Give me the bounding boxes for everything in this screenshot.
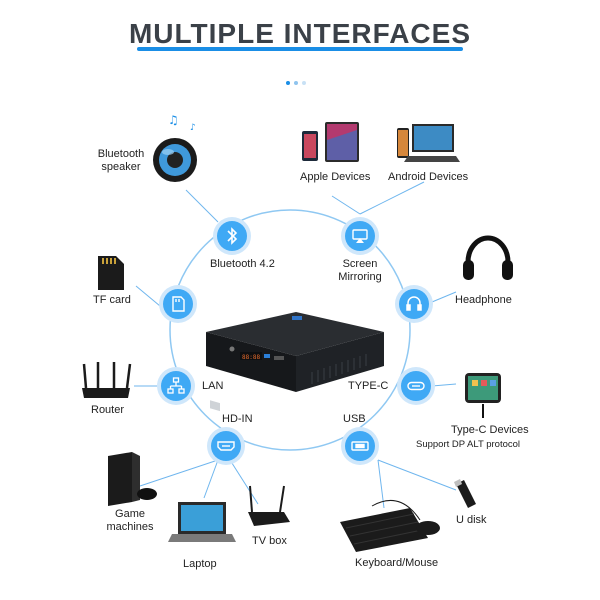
u-disk-image xyxy=(454,479,476,508)
svg-text:♫: ♫ xyxy=(168,113,179,127)
label-keyboard-mouse: Keyboard/Mouse xyxy=(355,557,439,569)
hub-usb xyxy=(341,427,379,465)
laptop-image xyxy=(168,502,236,542)
connector-lines xyxy=(134,181,457,509)
pager-dots xyxy=(286,70,316,85)
router-image xyxy=(82,362,132,398)
hub-hd-in xyxy=(207,427,245,465)
label-lan: LAN xyxy=(202,380,224,392)
headphone-icon xyxy=(406,296,422,311)
hub-headphone xyxy=(395,285,433,323)
label-bluetooth: Bluetooth 4.2 xyxy=(210,258,275,270)
label-u-disk: U disk xyxy=(456,514,487,526)
bluetooth-icon xyxy=(227,227,238,245)
keyboard-mouse-image xyxy=(340,499,440,552)
tf-card-image xyxy=(98,256,124,290)
hub-screen-mirroring xyxy=(341,217,379,255)
headphone-image xyxy=(463,235,513,280)
label-screen-mirroring: Screen Mirroring xyxy=(330,258,390,284)
hub-type-c xyxy=(397,367,435,405)
title-underline xyxy=(137,47,463,51)
apple-devices-image xyxy=(302,122,359,162)
usb-icon xyxy=(351,441,369,451)
label-android-devices: Android Devices xyxy=(388,171,469,183)
label-tv-box: TV box xyxy=(252,535,287,547)
hub-tf-card xyxy=(159,285,197,323)
label-headphone: Headphone xyxy=(455,294,512,306)
label-game-machines: Game machines xyxy=(100,508,160,534)
label-hd-in: HD-IN xyxy=(222,413,253,425)
svg-text:♪: ♪ xyxy=(190,123,196,133)
label-laptop: Laptop xyxy=(183,558,217,570)
projector-device: 88:88 xyxy=(206,312,384,412)
hub-lan xyxy=(157,367,195,405)
network-icon xyxy=(167,377,185,394)
usb-c-icon xyxy=(407,381,425,391)
hub-bluetooth xyxy=(213,217,251,255)
label-bluetooth-speaker-line2: speaker xyxy=(101,161,141,173)
label-bluetooth-speaker-line1: Bluetooth xyxy=(97,148,145,160)
connection-ring xyxy=(169,209,411,451)
svg-text:88:88: 88:88 xyxy=(242,354,260,361)
label-type-c-devices: Type-C Devices xyxy=(451,424,529,436)
tv-box-image xyxy=(248,485,290,526)
label-type-c-note: Support DP ALT protocol xyxy=(416,439,521,450)
label-screen-mirroring-line2: Mirroring xyxy=(338,271,382,283)
label-usb: USB xyxy=(343,413,366,425)
label-tf-card: TF card xyxy=(93,294,131,306)
page-title: MULTIPLE INTERFACES xyxy=(128,18,472,49)
label-screen-mirroring-line1: Screen xyxy=(342,258,378,270)
label-game-machines-line1: Game xyxy=(115,508,145,520)
label-router: Router xyxy=(91,404,125,416)
label-game-machines-line2: machines xyxy=(106,521,154,533)
type-c-phone-image xyxy=(465,373,501,418)
label-apple-devices: Apple Devices xyxy=(300,171,371,183)
label-type-c: TYPE-C xyxy=(348,380,389,392)
hdmi-icon xyxy=(217,441,235,451)
android-devices-image xyxy=(397,124,460,162)
label-bluetooth-speaker: Bluetooth speaker xyxy=(95,148,147,174)
sd-card-icon xyxy=(172,296,185,312)
game-console-image xyxy=(108,452,157,506)
bluetooth-speaker-image: ♫ ♪ xyxy=(153,113,197,182)
